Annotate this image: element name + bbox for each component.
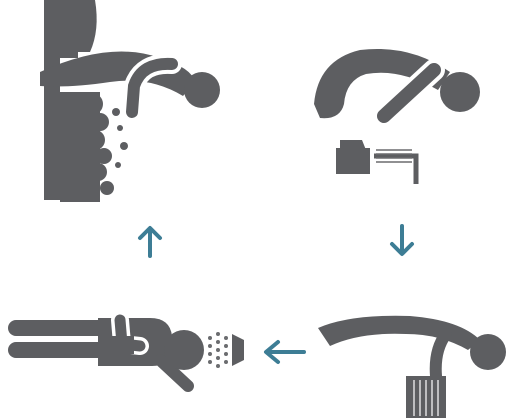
head bbox=[440, 72, 480, 112]
head bbox=[184, 72, 220, 108]
step-lean-over-sink bbox=[0, 0, 260, 215]
sink-basin bbox=[44, 0, 97, 52]
person-crouching-hose-icon bbox=[314, 49, 480, 184]
person-bending-basin-icon bbox=[318, 316, 506, 418]
foam bbox=[60, 92, 128, 202]
step-bend-over-basin bbox=[310, 280, 509, 418]
back bbox=[318, 316, 480, 350]
leg-upper bbox=[8, 320, 108, 336]
hand-box bbox=[110, 336, 134, 354]
arrow-up bbox=[136, 224, 164, 258]
shower-head bbox=[232, 334, 244, 366]
step-crouch-with-hose bbox=[300, 0, 509, 200]
person-lying-shower-icon bbox=[8, 318, 244, 386]
head bbox=[164, 330, 204, 370]
leg-lower bbox=[8, 342, 108, 358]
arrow-down bbox=[388, 224, 416, 258]
arrow-left bbox=[262, 338, 306, 366]
person-leaning-sink-foam-icon bbox=[40, 0, 220, 202]
shower-spray bbox=[208, 332, 228, 368]
head bbox=[470, 334, 506, 370]
step-lie-under-shower bbox=[0, 290, 260, 418]
hose bbox=[374, 156, 416, 184]
arm bbox=[436, 334, 446, 376]
faucet-body bbox=[336, 148, 370, 174]
